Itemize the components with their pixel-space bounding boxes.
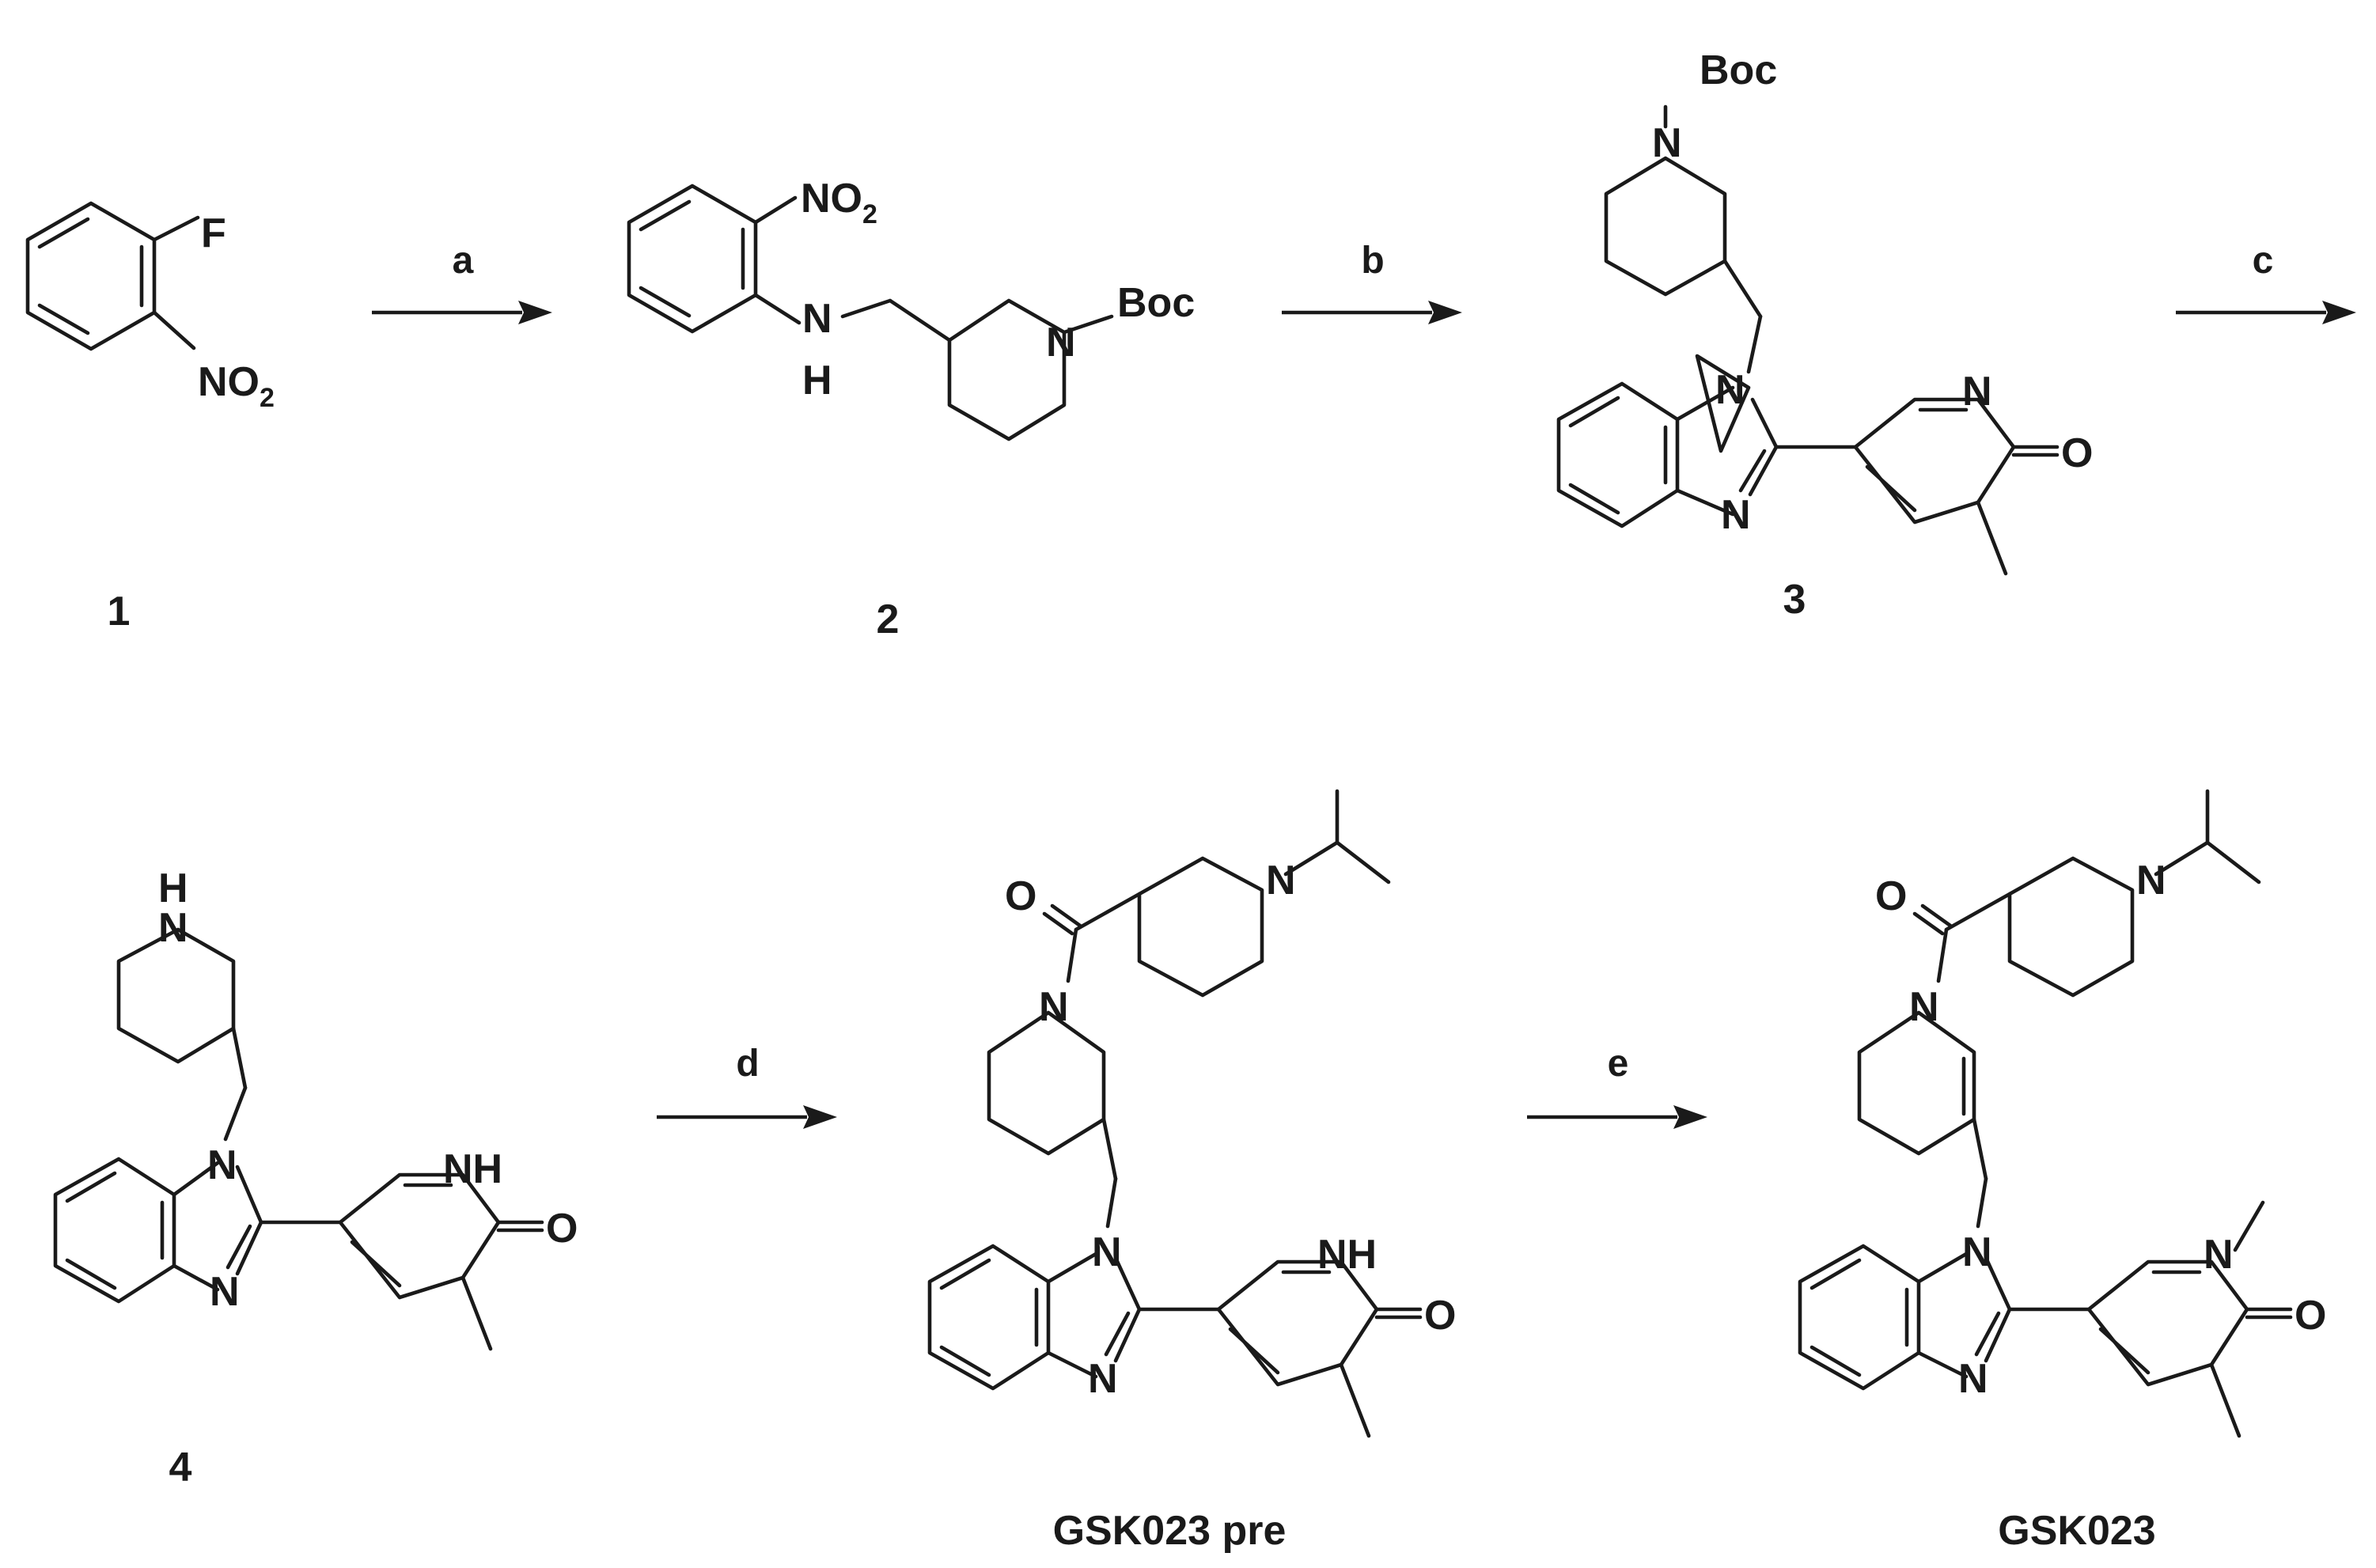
atom-label: F xyxy=(201,210,226,256)
atom-label: H xyxy=(158,865,188,911)
reaction-arrow-e xyxy=(1527,1105,1707,1129)
atom-label: N xyxy=(158,905,188,951)
atom-label: NH xyxy=(1317,1232,1377,1278)
atom-label: N xyxy=(207,1142,237,1188)
compound-1-structure: F NO 2 xyxy=(25,201,275,413)
atom-label: N xyxy=(1909,984,1939,1030)
atom-subscript: 2 xyxy=(862,199,877,229)
atom-label: O xyxy=(2295,1293,2326,1339)
atom-label: O xyxy=(1424,1293,1456,1339)
reaction-arrow-d xyxy=(657,1105,837,1129)
compound-4-structure: H N N N NH O xyxy=(53,865,578,1351)
atom-label: N xyxy=(1958,1356,1988,1402)
compound-gsk023-structure: O N N N N N O xyxy=(1798,789,2326,1438)
atom-label: N xyxy=(1715,367,1745,413)
compound-label-2: 2 xyxy=(877,597,900,642)
reagent-label-e: e xyxy=(1608,1043,1629,1085)
reagent-label-a: a xyxy=(453,240,474,282)
atom-label: NH xyxy=(443,1146,502,1192)
reaction-arrow-b xyxy=(1282,301,1462,324)
atom-label: Boc xyxy=(1117,280,1195,326)
atom-label: N xyxy=(1962,1229,1992,1275)
atom-label: N xyxy=(1039,984,1069,1030)
atom-label: N xyxy=(1652,120,1682,166)
atom-label: O xyxy=(2061,430,2093,476)
compound-label-4: 4 xyxy=(169,1445,192,1490)
atom-label: NO xyxy=(801,176,862,222)
compound-label-1: 1 xyxy=(108,589,131,634)
atom-label: O xyxy=(546,1206,578,1252)
atom-subscript: 2 xyxy=(260,383,275,413)
atom-label: O xyxy=(1875,873,1907,919)
reagent-label-b: b xyxy=(1361,240,1384,282)
reagent-label-d: d xyxy=(736,1043,759,1085)
atom-label: N xyxy=(1962,369,1992,415)
atom-label: Boc xyxy=(1700,47,1777,93)
atom-label: N xyxy=(1092,1229,1122,1275)
compound-2-structure: NO 2 N H N Boc xyxy=(627,176,1195,441)
atom-label: N xyxy=(210,1269,240,1315)
compound-gsk023-pre-structure: O N N N N NH O xyxy=(927,789,1456,1438)
compound-label-3: 3 xyxy=(1783,577,1806,623)
atom-label: N xyxy=(802,296,832,342)
atom-label: N xyxy=(2204,1232,2234,1278)
atom-label: H xyxy=(802,358,832,403)
atom-label: NO xyxy=(198,359,260,405)
reagent-label-c: c xyxy=(2253,240,2274,282)
atom-label: N xyxy=(1088,1356,1118,1402)
reaction-arrow-c xyxy=(2176,301,2356,324)
atom-label: N xyxy=(1721,492,1751,538)
compound-label-gsk023-pre: GSK023 pre xyxy=(1053,1508,1287,1554)
compound-label-gsk023: GSK023 xyxy=(1998,1508,2155,1554)
atom-label: N xyxy=(1046,320,1076,365)
atom-label: N xyxy=(1266,858,1296,903)
reaction-arrow-a xyxy=(372,301,552,324)
atom-label: O xyxy=(1005,873,1036,919)
atom-label: N xyxy=(2136,858,2166,903)
compound-3-structure: Boc N N N N O xyxy=(1556,47,2093,576)
